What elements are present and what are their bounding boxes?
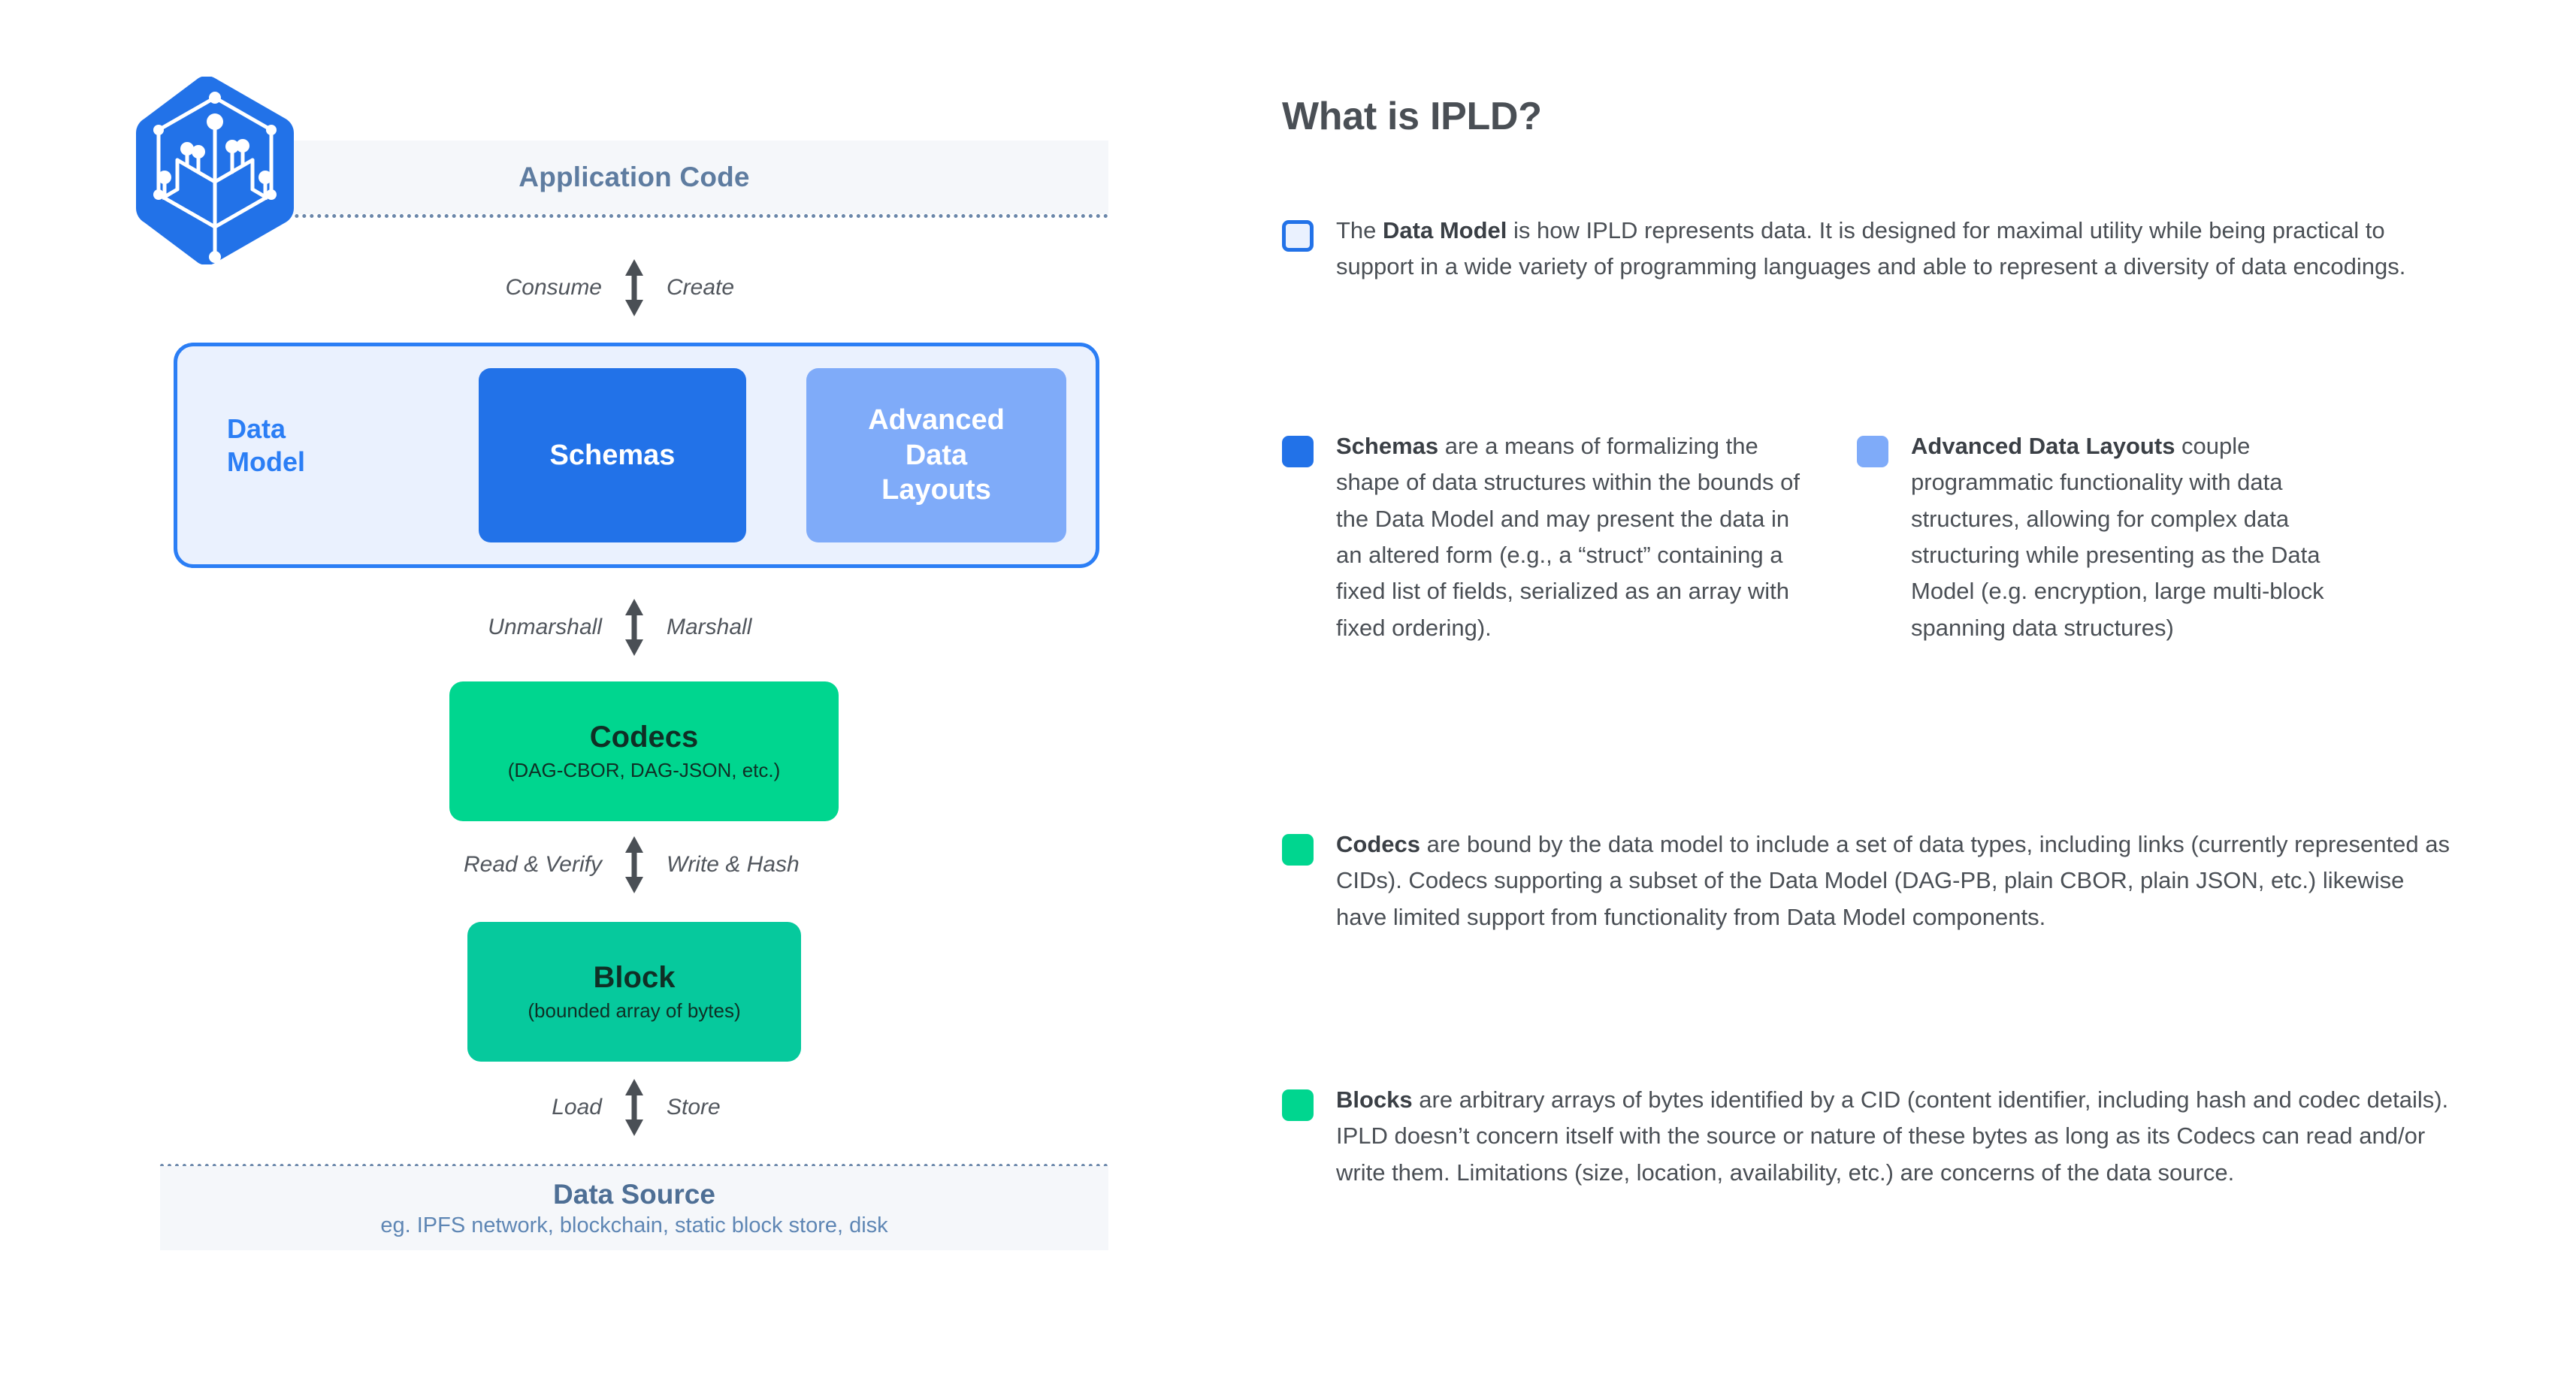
legend-term-schemas: Schemas [1336, 433, 1439, 459]
legend-entry-data-model: The Data Model is how IPLD represents da… [1282, 213, 2454, 286]
data-source-title: Data Source [553, 1178, 715, 1210]
codecs-title: Codecs [589, 721, 699, 754]
arrow-label-consume: Consume [505, 275, 602, 300]
legend-text-codecs: Codecs are bound by the data model to in… [1336, 826, 2454, 935]
legend-term-codecs: Codecs [1336, 831, 1420, 857]
arrow-row-consume-create: Consume Create [160, 256, 1108, 319]
legend-term-blocks: Blocks [1336, 1086, 1413, 1113]
legend-body-blocks: are arbitrary arrays of bytes identified… [1336, 1086, 2449, 1186]
legend-body-adl: couple programmatic functionality with d… [1911, 433, 2324, 641]
arrow-label-write-hash: Write & Hash [667, 852, 800, 877]
legend-text-blocks: Blocks are arbitrary arrays of bytes ide… [1336, 1082, 2454, 1191]
blocks-swatch-icon [1282, 1089, 1314, 1121]
legend-text-schemas: Schemas are a means of formalizing the s… [1336, 428, 1808, 646]
legend-term-data-model: Data Model [1383, 217, 1507, 243]
legend-body-codecs: are bound by the data model to include a… [1336, 831, 2450, 930]
ipld-hexagon-logo [136, 77, 294, 264]
arrow-row-unmarshall-marshall: Unmarshall Marshall [160, 596, 1108, 659]
data-source-band: Data Source eg. IPFS network, blockchain… [160, 1166, 1108, 1250]
codecs-swatch-icon [1282, 834, 1314, 866]
schemas-box: Schemas [479, 368, 746, 542]
advanced-data-layouts-label: Advanced Data Layouts [868, 404, 1005, 506]
block-subtitle: (bounded array of bytes) [528, 999, 741, 1022]
application-code-divider [160, 214, 1108, 218]
legend-body-schemas: are a means of formalizing the shape of … [1336, 433, 1800, 641]
block-box: Block (bounded array of bytes) [467, 922, 801, 1062]
page-title: What is IPLD? [1282, 95, 1542, 138]
arrow-label-store: Store [667, 1095, 721, 1120]
legend-prefix-data-model: The [1336, 217, 1383, 243]
double-arrow-icon [625, 1079, 643, 1136]
legend-body-data-model: is how IPLD represents data. It is desig… [1336, 217, 2406, 280]
data-source-subtitle: eg. IPFS network, blockchain, static blo… [380, 1213, 888, 1237]
legend-text-data-model: The Data Model is how IPLD represents da… [1336, 213, 2454, 286]
legend-text-advanced-data-layouts: Advanced Data Layouts couple programmati… [1911, 428, 2383, 646]
legend-entry-codecs: Codecs are bound by the data model to in… [1282, 826, 2454, 935]
application-code-band: Application Code [160, 141, 1108, 214]
arrow-row-load-store: Load Store [160, 1076, 1108, 1139]
legend-entry-blocks: Blocks are arbitrary arrays of bytes ide… [1282, 1082, 2454, 1191]
arrow-label-read-verify: Read & Verify [464, 852, 602, 877]
codecs-subtitle: (DAG-CBOR, DAG-JSON, etc.) [507, 759, 781, 781]
codecs-box: Codecs (DAG-CBOR, DAG-JSON, etc.) [449, 681, 839, 821]
legend-term-adl: Advanced Data Layouts [1911, 433, 2175, 459]
data-model-swatch-icon [1282, 220, 1314, 252]
schemas-swatch-icon [1282, 436, 1314, 467]
arrow-label-unmarshall: Unmarshall [488, 615, 602, 639]
data-source-divider [160, 1164, 1108, 1168]
double-arrow-icon [625, 836, 643, 893]
legend-entry-advanced-data-layouts: Advanced Data Layouts couple programmati… [1857, 428, 2383, 646]
schemas-label: Schemas [549, 439, 676, 471]
arrow-row-read-write: Read & Verify Write & Hash [160, 833, 1108, 896]
arrow-label-create: Create [667, 275, 735, 300]
legend-entry-schemas: Schemas are a means of formalizing the s… [1282, 428, 1808, 646]
what-is-ipld-panel: What is IPLD? The Data Model is how IPLD… [1282, 0, 2499, 1399]
double-arrow-icon [625, 599, 643, 656]
data-model-label: Data Model [227, 413, 305, 477]
arrow-label-marshall: Marshall [667, 615, 752, 639]
advanced-data-layouts-swatch-icon [1857, 436, 1888, 467]
block-title: Block [593, 961, 676, 994]
advanced-data-layouts-box: Advanced Data Layouts [806, 368, 1066, 542]
ipld-stack-diagram: Application Code Consume Create Data Mod… [0, 0, 1172, 1399]
application-code-label: Application Code [519, 162, 750, 192]
double-arrow-icon [625, 259, 643, 316]
arrow-label-load: Load [552, 1095, 602, 1120]
